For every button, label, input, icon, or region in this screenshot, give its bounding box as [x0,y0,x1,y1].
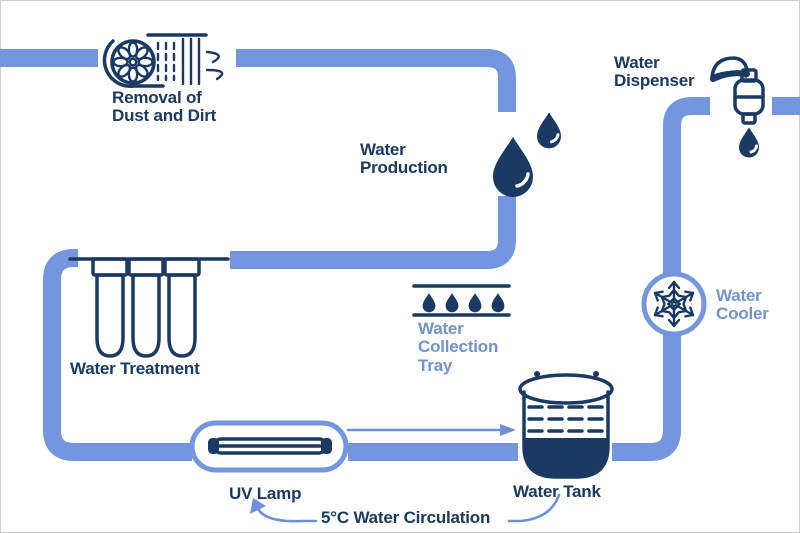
water-drops-icon [493,112,561,197]
label-line: Water Tank [513,482,601,501]
label-line: Dust and Dirt [112,106,217,126]
label-line: Cooler [716,304,769,324]
label-line: Water [418,319,464,338]
tap-icon [710,56,765,158]
label-water-tank: Water Tank [513,482,601,501]
label-water-production: Water Production [360,140,448,178]
label-line: Removal of [112,88,202,107]
label-line: UV Lamp [229,484,302,503]
label-line: 5°C Water Circulation [321,508,491,527]
filter-cartridges-icon [68,257,230,358]
label-line: Water [360,140,406,159]
fan-filter-icon [102,33,224,88]
label-line: Water Treatment [70,359,200,378]
pipe-network [0,49,800,461]
circulation-arrow-left-icon [250,498,318,523]
label-line: Water [614,53,660,72]
label-water-collection-tray: Water Collection Tray [418,319,499,375]
label-line: Dispenser [614,71,695,91]
label-water-treatment: Water Treatment [70,359,200,378]
label-dust-removal: Removal of Dust and Dirt [112,88,217,126]
label-water-cooler: Water Cooler [716,286,769,324]
uv-tube-icon [189,420,349,473]
label-water-dispenser: Water Dispenser [614,53,695,91]
label-line: Production [360,158,448,178]
label-line: Collection [418,337,499,357]
label-line: Tray [418,355,453,375]
tank-icon [518,371,614,479]
snowflake-icon [641,271,707,337]
circulation-curve-right-icon [507,493,561,523]
flow-arrow-icon [346,424,516,436]
label-line: Water [716,286,762,305]
label-uv-lamp: UV Lamp [229,484,302,503]
drip-tray-icon [412,284,511,317]
label-circulation: 5°C Water Circulation [321,508,491,527]
